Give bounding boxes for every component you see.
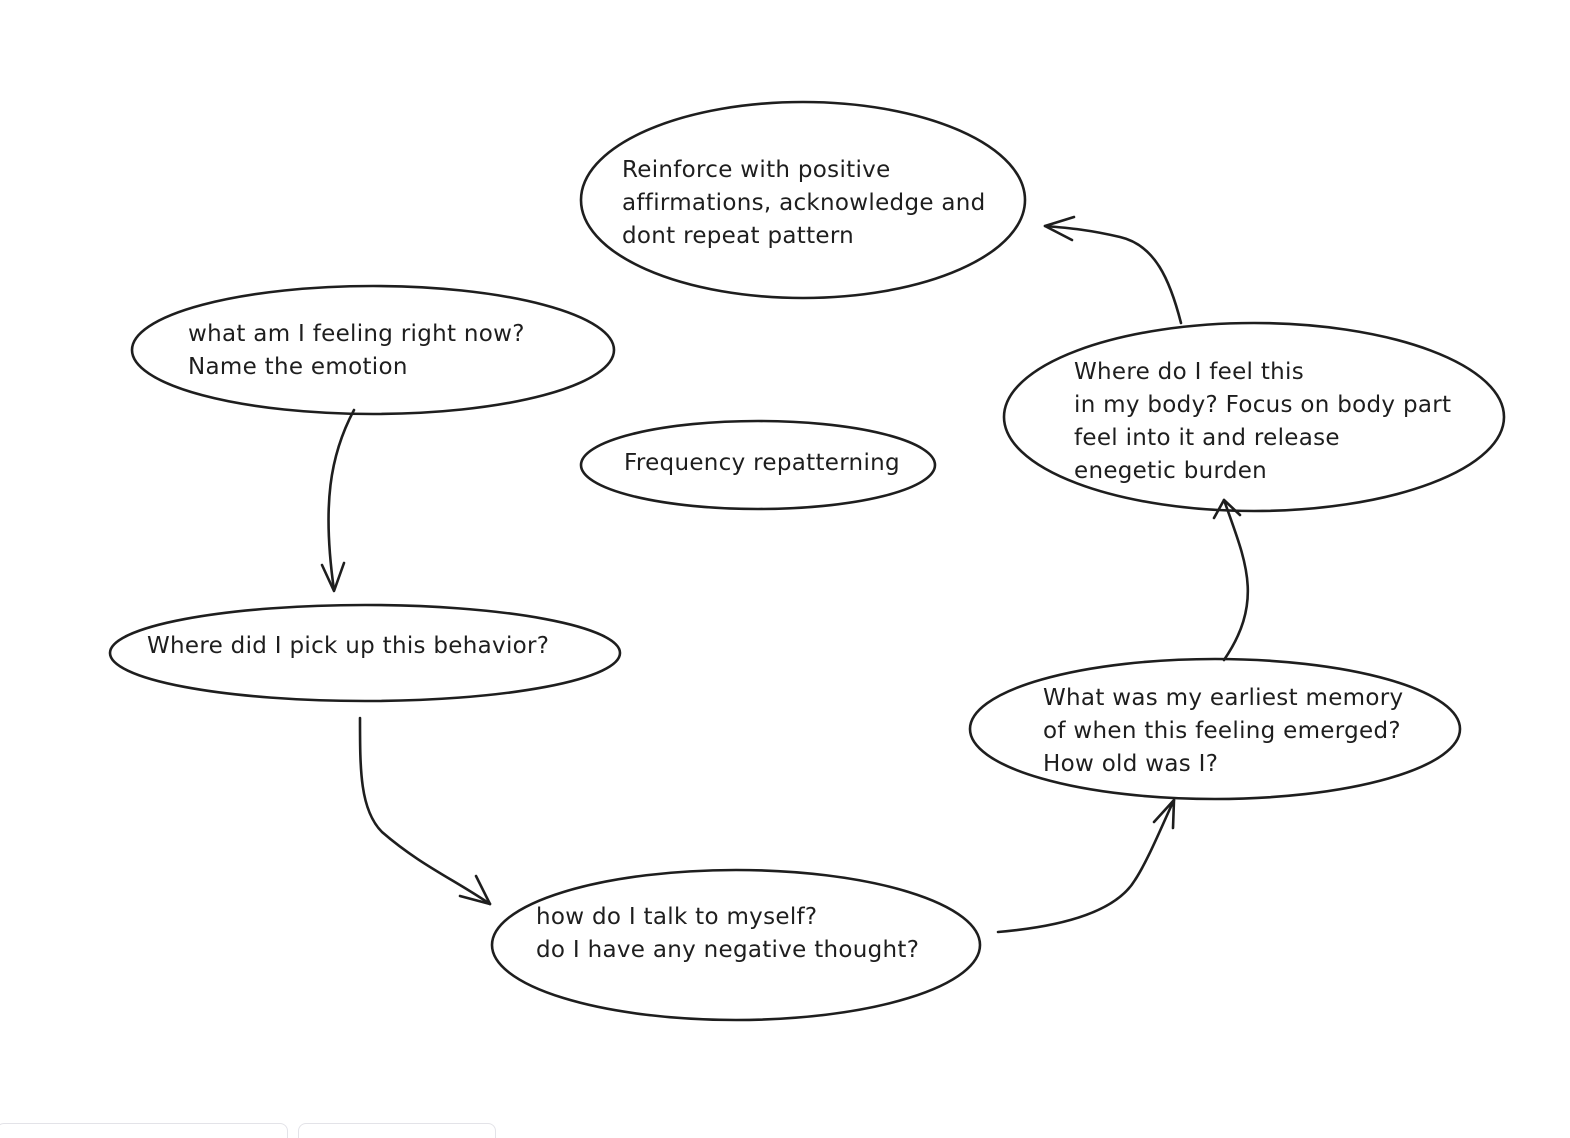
node-body-line: in my body? Focus on body part: [1074, 392, 1452, 418]
bottom-tab[interactable]: [298, 1123, 496, 1138]
node-feeling-ellipse[interactable]: [130, 284, 616, 416]
arrow-feeling-to-behavior[interactable]: [320, 408, 356, 593]
node-body-line: Where do I feel this: [1074, 359, 1305, 385]
node-memory-ellipse[interactable]: [968, 657, 1462, 801]
node-center-label: Frequency repatterning: [624, 447, 900, 480]
node-self-talk-line: how do I talk to myself?: [536, 904, 818, 930]
node-feeling-line: Name the emotion: [188, 354, 408, 380]
node-center-ellipse[interactable]: [579, 419, 937, 511]
node-body-ellipse[interactable]: [1002, 321, 1506, 513]
node-center-line: Frequency repatterning: [624, 450, 900, 476]
node-self-talk-label: how do I talk to myself? do I have any n…: [536, 901, 919, 967]
node-memory-line: How old was I?: [1043, 751, 1219, 777]
node-body-line: enegetic burden: [1074, 458, 1268, 484]
node-reinforce-ellipse[interactable]: [579, 100, 1027, 300]
arrow-behavior-to-self-talk[interactable]: [358, 716, 492, 906]
node-reinforce-line: Reinforce with positive: [622, 157, 891, 183]
node-body-line: feel into it and release: [1074, 425, 1340, 451]
arrow-body-to-reinforce[interactable]: [1043, 215, 1183, 325]
node-reinforce-label: Reinforce with positive affirmations, ac…: [622, 154, 986, 253]
bottom-tab[interactable]: [0, 1123, 288, 1138]
node-reinforce-line: affirmations, acknowledge and: [622, 190, 986, 216]
node-memory-label: What was my earliest memory of when this…: [1043, 682, 1403, 781]
arrow-memory-to-body[interactable]: [1212, 498, 1250, 662]
node-feeling-label: what am I feeling right now? Name the em…: [188, 318, 525, 384]
node-behavior-label: Where did I pick up this behavior?: [147, 630, 549, 663]
node-behavior-line: Where did I pick up this behavior?: [147, 633, 550, 659]
arrow-self-talk-to-memory[interactable]: [996, 798, 1176, 934]
node-self-talk-line: do I have any negative thought?: [536, 937, 920, 963]
node-reinforce-line: dont repeat pattern: [622, 223, 855, 249]
node-behavior-ellipse[interactable]: [108, 603, 622, 703]
node-body-label: Where do I feel this in my body? Focus o…: [1074, 356, 1451, 488]
node-memory-line: What was my earliest memory: [1043, 685, 1404, 711]
node-feeling-line: what am I feeling right now?: [188, 321, 525, 347]
node-memory-line: of when this feeling emerged?: [1043, 718, 1401, 744]
node-self-talk-ellipse[interactable]: [490, 868, 982, 1022]
